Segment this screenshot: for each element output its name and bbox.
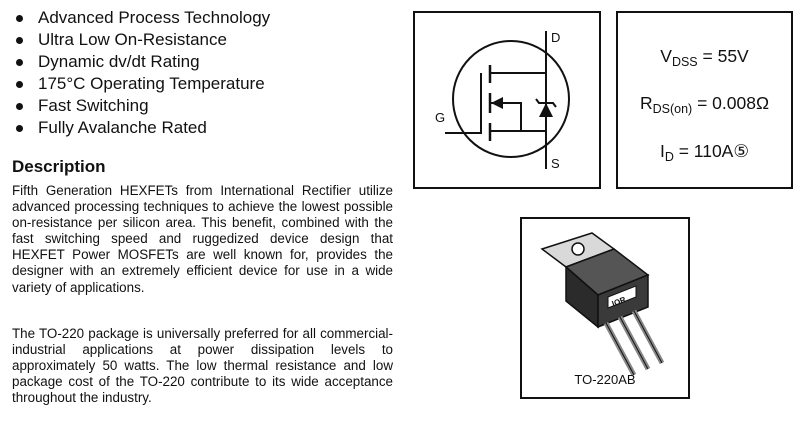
feature-item: Ultra Low On-Resistance <box>14 29 270 51</box>
mosfet-symbol-icon <box>445 31 570 169</box>
feature-item: 175°C Operating Temperature <box>14 73 270 95</box>
mosfet-symbol-box: D G S <box>413 11 601 189</box>
rds-on-spec: RDS(on) = 0.008Ω <box>639 93 770 116</box>
vdss-spec: VDSS = 55V <box>660 46 749 69</box>
feature-item: Fast Switching <box>14 95 270 117</box>
package-box: IOR TO-220AB <box>520 217 690 399</box>
source-label: S <box>551 156 560 171</box>
drain-label: D <box>551 30 561 45</box>
feature-item: Dynamic dv/dt Rating <box>14 51 270 73</box>
gate-label: G <box>435 110 446 125</box>
description-paragraph: The TO-220 package is universally prefer… <box>12 326 393 406</box>
feature-list: Advanced Process Technology Ultra Low On… <box>14 7 270 139</box>
id-spec: ID = 110A⑤ <box>659 141 750 164</box>
to220-package-icon: IOR <box>540 232 665 377</box>
spec-box: VDSS = 55V RDS(on) = 0.008Ω ID = 110A⑤ <box>616 11 793 189</box>
description-paragraph: Fifth Generation HEXFETs from Internatio… <box>12 183 393 295</box>
package-label: TO-220AB <box>574 372 636 387</box>
feature-item: Fully Avalanche Rated <box>14 117 270 139</box>
feature-item: Advanced Process Technology <box>14 7 270 29</box>
description-heading: Description <box>12 157 106 176</box>
